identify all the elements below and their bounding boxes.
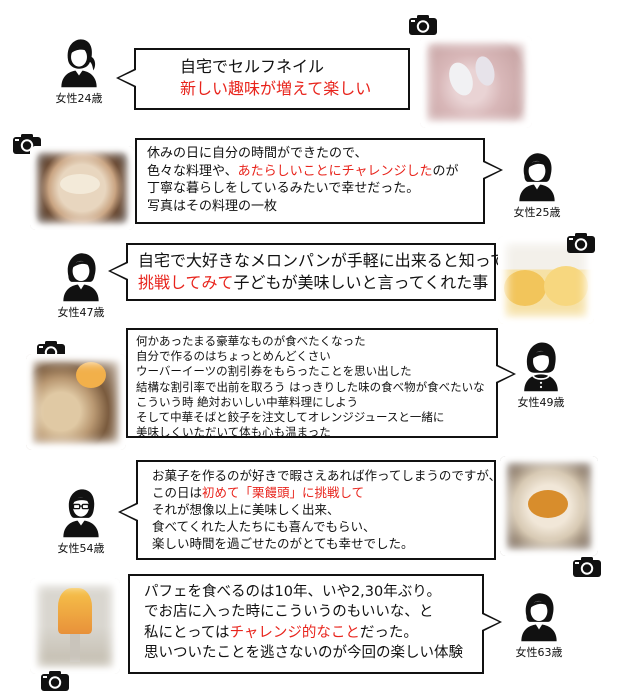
comment-text: それが想像以上に美味しく出来、 <box>152 502 340 517</box>
ramen-photo <box>30 146 134 230</box>
comment-line: 楽しい時間を過ごせたのがとても幸せでした。 <box>152 535 480 552</box>
comment-bubble-25: 休みの日に自分の時間ができたので、色々な料理や、あたらしいことにチャレンジしたの… <box>135 138 503 224</box>
age-label: 女性25歳 <box>513 206 561 219</box>
chinese-food-photo <box>26 354 126 450</box>
woman-avatar-25: 女性25歳 <box>506 150 568 220</box>
comment-line: パフェを食べるのは10年、いや2,30年ぶり。 <box>144 582 468 602</box>
comment-text: パフェを食べるのは10年、いや2,30年ぶり。 <box>144 584 441 600</box>
comment-line: ウーバーイーツの割引券をもらったことを思い出した <box>136 364 488 379</box>
woman-avatar-47: 女性47歳 <box>50 250 112 320</box>
comment-text: 自宅で大好きなメロンパンが手軽に出来ると知って、 <box>138 251 522 270</box>
highlight-text: 初めて「栗饅頭」に挑戦して <box>202 485 365 500</box>
comment-text: 写真はその料理の一枚 <box>147 198 278 214</box>
comment-text: 色々な料理や、 <box>147 163 238 179</box>
comment-text: 楽しい時間を過ごせたのがとても幸せでした。 <box>152 536 414 551</box>
comment-line: でお店に入った時にこういうのもいいな、と <box>144 602 468 622</box>
camera-icon <box>40 670 70 692</box>
highlight-text: 挑戦してみて <box>138 273 234 293</box>
age-label: 女性47歳 <box>57 306 105 319</box>
woman-avatar-icon <box>58 36 100 88</box>
comment-text: 丁寧な暮らしをしているみたいで幸せだった。 <box>147 181 420 197</box>
highlight-text: チャレンジ的なこと <box>229 624 360 641</box>
comment-bubble-24: 自宅でセルフネイル新しい趣味が増えて楽しい <box>116 48 410 110</box>
comment-line: こういう時 絶対おいしい中華料理にしよう <box>136 395 488 410</box>
comment-text: 美味しくいただいて体も心も温まった <box>136 425 331 440</box>
woman-avatar-icon <box>516 150 558 202</box>
comment-line: 結構な割引率で出前を取ろう はっきりした味の食べ物が食べたいな <box>136 380 488 395</box>
woman-avatar-icon <box>60 486 102 538</box>
comment-text: ウーバーイーツの割引券をもらったことを思い出した <box>136 364 412 379</box>
comment-bubble-49: 何かあったまる豪華なものが食べたくなった自分で作るのはちょっとめんどくさいウーバ… <box>126 328 516 440</box>
age-label: 女性24歳 <box>55 92 103 105</box>
age-label: 女性54歳 <box>57 542 105 555</box>
comment-text: そして中華そばと餃子を注文してオレンジジュースと一緒に <box>136 409 445 424</box>
comment-text: この日は <box>152 485 203 500</box>
comment-text: 休みの日に自分の時間ができたので、 <box>147 146 368 161</box>
camera-icon <box>572 556 602 578</box>
comment-line: 思いついたことを逃さないのが今回の楽しい体験 <box>144 643 468 663</box>
comment-text: お菓子を作るのが好きで暇さえあれば作ってしまうのですが、 <box>152 468 502 483</box>
camera-icon <box>408 14 438 36</box>
comment-text: だった。 <box>359 624 418 641</box>
comment-line: 新しい趣味が増えて楽しい <box>180 78 371 100</box>
woman-avatar-icon <box>520 340 562 392</box>
comment-line: 丁寧な暮らしをしているみたいで幸せだった。 <box>147 180 473 198</box>
parfait-photo <box>30 578 120 674</box>
comment-bubble-63: パフェを食べるのは10年、いや2,30年ぶり。でお店に入った時にこういうのもいい… <box>128 574 502 674</box>
comment-line: 自宅でセルフネイル <box>180 56 364 78</box>
comment-line: 写真はその料理の一枚 <box>147 198 473 216</box>
kurimanju-photo <box>500 456 598 556</box>
comment-text: 思いついたことを逃さないのが今回の楽しい体験 <box>144 644 463 661</box>
comment-line: お菓子を作るのが好きで暇さえあれば作ってしまうのですが、 <box>152 467 501 484</box>
comment-line: 休みの日に自分の時間ができたので、 <box>147 145 473 163</box>
comment-text: 食べてくれた人たちにも喜んでもらい、 <box>152 519 376 534</box>
comment-line: 何かあったまる豪華なものが食べたくなった <box>136 334 488 349</box>
woman-avatar-icon <box>518 590 560 642</box>
comment-text: 自宅でセルフネイル <box>180 57 325 76</box>
comment-line: 自分で作るのはちょっとめんどくさい <box>136 349 488 364</box>
comment-text: 自分で作るのはちょっとめんどくさい <box>136 349 331 364</box>
woman-avatar-49: 女性49歳 <box>510 340 572 410</box>
age-label: 女性63歳 <box>515 646 563 659</box>
comment-line: 美味しくいただいて体も心も温まった <box>136 425 488 440</box>
woman-avatar-icon <box>60 250 102 302</box>
nail-photo <box>420 36 532 128</box>
comment-text: のが <box>432 163 459 179</box>
comment-line: 食べてくれた人たちにも喜んでもらい、 <box>152 518 480 535</box>
woman-avatar-63: 女性63歳 <box>508 590 570 660</box>
comment-line: 自宅で大好きなメロンパンが手軽に出来ると知って、 <box>138 250 521 272</box>
highlight-text: 新しい趣味が増えて楽しい <box>180 79 372 99</box>
comment-bubble-47: 自宅で大好きなメロンパンが手軽に出来ると知って、挑戦してみて子どもが美味しいと言… <box>108 243 521 301</box>
woman-avatar-54: 女性54歳 <box>50 486 112 556</box>
comment-line: 色々な料理や、あたらしいことにチャレンジしたのが <box>147 163 473 181</box>
comment-text: 結構な割引率で出前を取ろう はっきりした味の食べ物が食べたいな <box>136 379 485 394</box>
comment-line: そして中華そばと餃子を注文してオレンジジュースと一緒に <box>136 410 488 425</box>
comment-line: この日は初めて「栗饅頭」に挑戦して <box>152 484 480 501</box>
comment-text: 私にとっては <box>144 624 230 641</box>
highlight-text: あたらしいことにチャレンジした <box>237 163 433 179</box>
comment-text: 子どもが美味しいと言ってくれた事 <box>233 273 489 293</box>
comment-line: それが想像以上に美味しく出来、 <box>152 501 480 518</box>
camera-icon <box>566 232 596 254</box>
comment-line: 私にとってはチャレンジ的なことだった。 <box>144 623 468 643</box>
comment-text: 何かあったまる豪華なものが食べたくなった <box>136 334 366 348</box>
age-label: 女性49歳 <box>517 396 565 409</box>
comment-line: 挑戦してみて子どもが美味しいと言ってくれた事 <box>138 272 488 294</box>
comment-text: でお店に入った時にこういうのもいいな、と <box>144 604 434 621</box>
comment-text: こういう時 絶対おいしい中華料理にしよう <box>136 394 359 409</box>
comment-bubble-54: お菓子を作るのが好きで暇さえあれば作ってしまうのですが、この日は初めて「栗饅頭」… <box>118 460 501 560</box>
woman-avatar-24: 女性24歳 <box>48 36 110 106</box>
